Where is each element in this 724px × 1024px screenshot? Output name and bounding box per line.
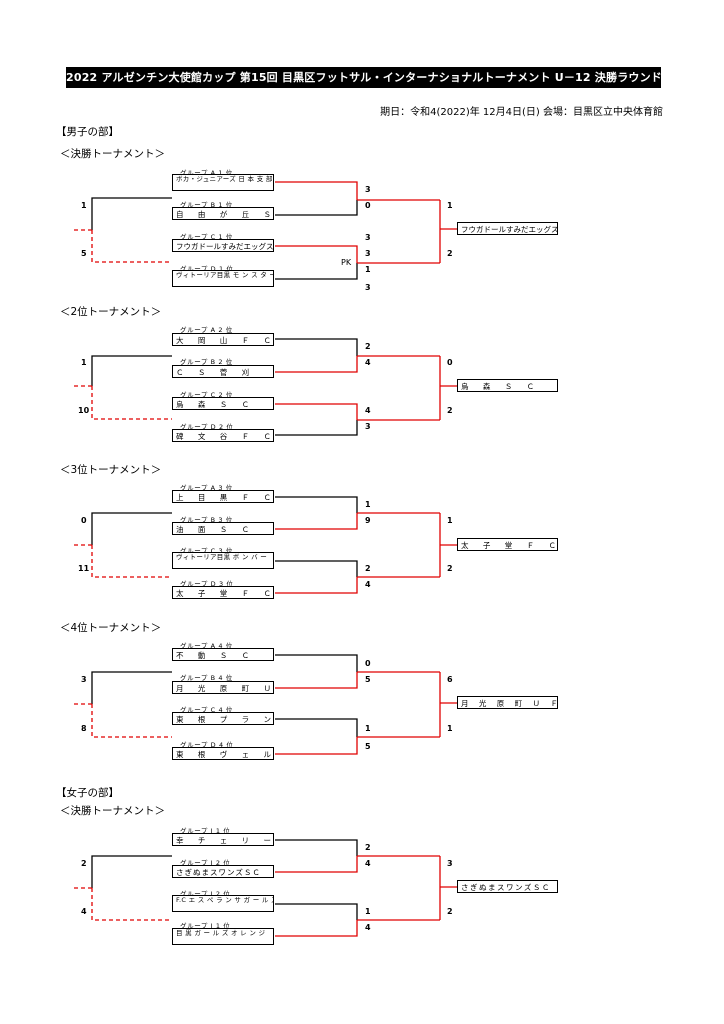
group-label: グループ B 3 位 [180, 516, 233, 524]
score: 3 [365, 185, 371, 194]
score: 2 [81, 859, 87, 868]
winner-box: 烏 森 Ｓ Ｃ [457, 379, 558, 392]
score: 0 [365, 659, 371, 668]
group-label: グループ D 3 位 [180, 580, 234, 588]
score: 2 [447, 249, 453, 258]
score: 0 [365, 201, 371, 210]
tournament-name: ＜決勝トーナメント＞ [60, 148, 165, 160]
team-box: フウガドールすみだエッグス [172, 239, 274, 252]
score: 2 [365, 843, 371, 852]
group-label: グループ D 1 位 [180, 265, 234, 273]
score: 4 [365, 406, 371, 415]
group-label: グループ C 3 位 [180, 547, 233, 555]
team-box: F.C エ ス ペ ラ ン サ ガ ー ル ズ [172, 895, 274, 912]
score: 1 [81, 201, 87, 210]
score: 3 [365, 249, 371, 258]
score: 10 [78, 406, 90, 415]
team-box: Ｃ Ｓ 菅 刈 [172, 365, 274, 378]
group-label: グループ B 2 位 [180, 358, 233, 366]
team-box: 幸 チ ェ リ ー ズ [172, 833, 274, 846]
score: 3 [365, 233, 371, 242]
winner-box: 太 子 堂 Ｆ Ｃ [457, 538, 558, 551]
tournament-name: ＜4位トーナメント＞ [60, 622, 162, 634]
team-box: 上 目 黒 Ｆ Ｃ [172, 490, 274, 503]
team-box: 大 岡 山 Ｆ Ｃ [172, 333, 274, 346]
team-box: 烏 森 Ｓ Ｃ [172, 397, 274, 410]
score: 4 [365, 358, 371, 367]
score: 9 [365, 516, 371, 525]
group-label: グループ C 4 位 [180, 706, 233, 714]
team-box: 月 光 原 町 Ｕ Ｆ Ｃ [172, 681, 274, 694]
score: 4 [365, 859, 371, 868]
score: 8 [81, 724, 87, 733]
team-box: 目 黒 ガ ー ル ズ オ レ ン ジ [172, 928, 274, 945]
group-label: グループ A 2 位 [180, 326, 233, 334]
team-box: 碑 文 谷 Ｆ Ｃ [172, 429, 274, 442]
team-box: ヴィトーリア目黒 ボ ン バ ー [172, 552, 274, 569]
group-label: グループ D 2 位 [180, 423, 234, 431]
girls-section-heading: 【女子の部】 [56, 787, 119, 799]
tournament-name: ＜3位トーナメント＞ [60, 464, 162, 476]
score: 4 [81, 907, 87, 916]
score: 1 [447, 201, 453, 210]
score: 3 [81, 675, 87, 684]
pk-label: PK [341, 258, 352, 267]
group-label: グループ D 4 位 [180, 741, 234, 749]
team-box: 自 由 が 丘 Ｓ Ｃ [172, 207, 274, 220]
score: 4 [365, 923, 371, 932]
team-box: さぎぬまスワンズＳＣ [172, 865, 274, 878]
team-box: ボカ・ジュニアーズ 日 本 支 部 [172, 174, 274, 191]
score: 3 [447, 859, 453, 868]
group-label: グループ A 4 位 [180, 642, 233, 650]
score: 5 [81, 249, 87, 258]
group-label: グループ B 4 位 [180, 674, 233, 682]
team-box: 東 根 プ ラ ン コ [172, 712, 274, 725]
score: 0 [447, 358, 453, 367]
score: 0 [81, 516, 87, 525]
winner-box: 月 光 原 町 Ｕ Ｆ Ｃ [457, 696, 558, 709]
winner-box: さぎぬまスワンズＳＣ [457, 880, 558, 893]
group-label: グループ C 1 位 [180, 233, 233, 241]
score: 1 [365, 907, 371, 916]
group-label: グループ I 1 位 [180, 827, 231, 835]
tournament-name: ＜2位トーナメント＞ [60, 306, 162, 318]
score: 3 [365, 283, 371, 292]
boys-section-heading: 【男子の部】 [56, 126, 119, 138]
score: 2 [447, 564, 453, 573]
score: 2 [447, 907, 453, 916]
group-label: グループ J 2 位 [180, 859, 231, 867]
group-label: グループ J 1 位 [180, 922, 231, 930]
tournament-name: ＜決勝トーナメント＞ [60, 805, 165, 817]
team-box: ヴィトーリア目黒 モ ン ス タ ー [172, 270, 274, 287]
score: 2 [365, 342, 371, 351]
team-box: 太 子 堂 Ｆ Ｃ [172, 586, 274, 599]
score: 1 [365, 500, 371, 509]
score: 6 [447, 675, 453, 684]
score: 5 [365, 742, 371, 751]
group-label: グループ B 1 位 [180, 201, 233, 209]
score: 1 [365, 724, 371, 733]
group-label: グループ C 2 位 [180, 391, 233, 399]
team-box: 東 根 ヴ ェ ル チ [172, 747, 274, 760]
group-label: グループ A 1 位 [180, 169, 233, 177]
score: 4 [365, 580, 371, 589]
score: 11 [78, 564, 90, 573]
score: 5 [365, 675, 371, 684]
score: 1 [81, 358, 87, 367]
date-venue: 期日：令和4(2022)年 12月4日(日) 会場：目黒区立中央体育館 [380, 107, 663, 118]
score: 1 [365, 265, 371, 274]
winner-box: フウガドールすみだエッグス [457, 222, 558, 235]
team-box: 不 動 Ｓ Ｃ [172, 648, 274, 661]
group-label: グループ A 3 位 [180, 484, 233, 492]
score: 2 [447, 406, 453, 415]
team-box: 油 面 Ｓ Ｃ [172, 522, 274, 535]
page-title: 2022 アルゼンチン大使館カップ 第15回 目黒区フットサル・インターナショナ… [66, 67, 662, 88]
score: 1 [447, 724, 453, 733]
score: 3 [365, 422, 371, 431]
group-label: グループ I 2 位 [180, 890, 231, 898]
score: 1 [447, 516, 453, 525]
score: 2 [365, 564, 371, 573]
